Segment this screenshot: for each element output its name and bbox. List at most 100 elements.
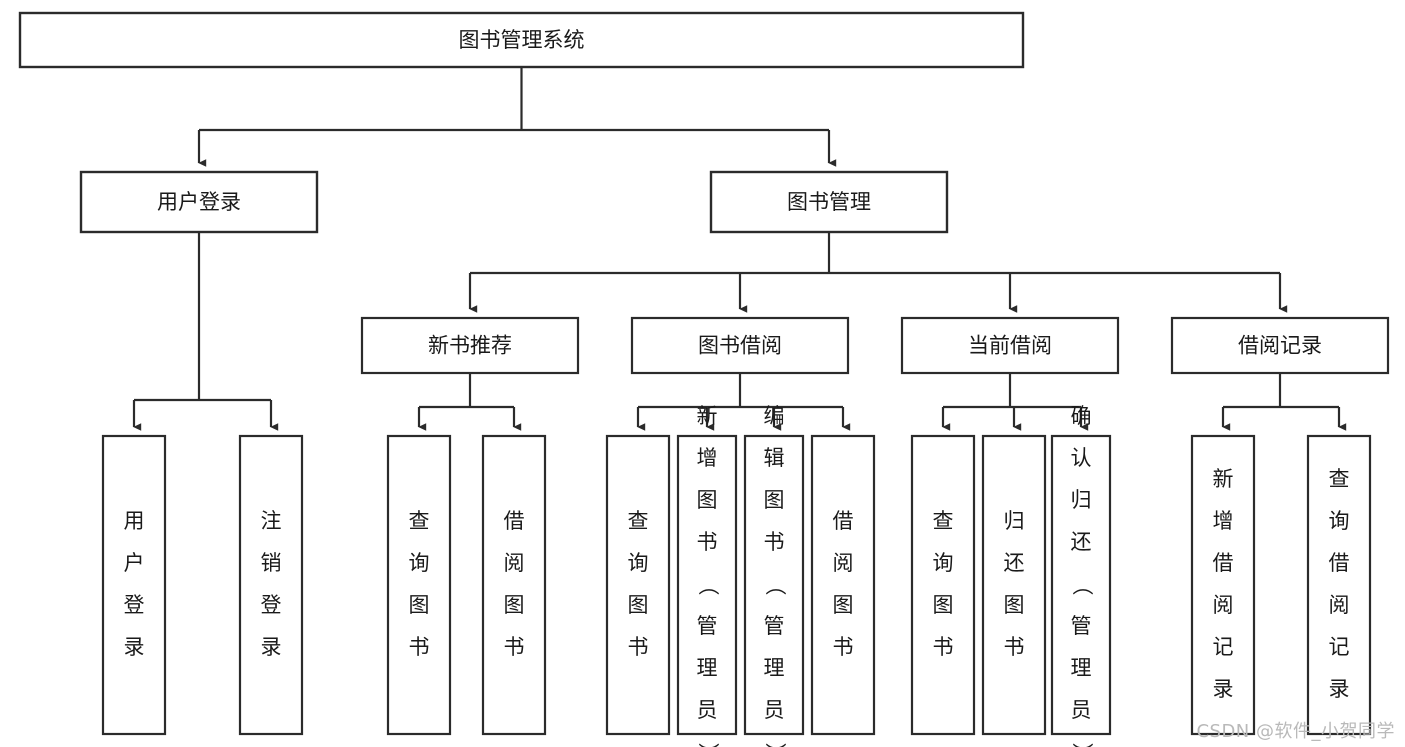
node-label-char-leaf-query-record-5: 录 xyxy=(1329,677,1350,701)
node-label-char-leaf-query-book-3-2: 图 xyxy=(933,593,954,617)
node-box-new-book-recommend xyxy=(360,316,580,375)
node-label-char-leaf-confirm-return-1: 认 xyxy=(1071,446,1092,470)
node-box-leaf-return-book xyxy=(981,434,1047,736)
node-label-char-leaf-user-logout-1: 销 xyxy=(261,551,282,575)
node-label-char-leaf-confirm-return-8: ） xyxy=(1070,743,1094,747)
node-label-char-leaf-user-login-2: 登 xyxy=(124,593,145,617)
node-label-char-leaf-confirm-return-7: 员 xyxy=(1071,698,1092,722)
node-label-char-leaf-add-book-2: 图 xyxy=(697,488,718,512)
node-label-char-leaf-add-record-4: 记 xyxy=(1213,635,1234,659)
node-label-char-leaf-confirm-return-6: 理 xyxy=(1071,656,1092,680)
node-label-char-leaf-user-logout-2: 登 xyxy=(261,593,282,617)
node-label-char-leaf-add-book-6: 理 xyxy=(697,656,718,680)
node-label-char-leaf-confirm-return-0: 确 xyxy=(1071,404,1092,428)
node-label-char-leaf-borrow-book-2-0: 借 xyxy=(833,509,854,533)
node-box-leaf-query-record xyxy=(1306,434,1372,736)
node-label-char-leaf-query-record-2: 借 xyxy=(1329,551,1350,575)
node-label-char-leaf-query-book-1-2: 图 xyxy=(409,593,430,617)
node-box-user-login xyxy=(79,170,319,234)
node-label-char-leaf-query-book-1-1: 询 xyxy=(409,551,430,575)
node-current-borrow[interactable]: 当前借阅 xyxy=(900,316,1120,375)
node-label-new-book-recommend: 新书推荐 xyxy=(428,334,512,358)
node-label-char-leaf-add-book-7: 员 xyxy=(697,698,718,722)
node-label-char-leaf-confirm-return-5: 管 xyxy=(1071,614,1092,638)
node-new-book-recommend[interactable]: 新书推荐 xyxy=(360,316,580,375)
node-label-book-manage: 图书管理 xyxy=(787,190,871,214)
node-box-leaf-query-book-2 xyxy=(605,434,671,736)
node-label-current-borrow: 当前借阅 xyxy=(968,334,1052,358)
node-label-char-leaf-query-book-2-3: 书 xyxy=(628,635,649,659)
node-label-char-leaf-query-book-3-3: 书 xyxy=(933,635,954,659)
node-label-char-leaf-return-book-1: 还 xyxy=(1004,551,1025,575)
node-box-current-borrow xyxy=(900,316,1120,375)
node-label-char-leaf-add-book-4: （ xyxy=(696,575,720,596)
node-label-char-leaf-user-login-3: 录 xyxy=(124,635,145,659)
edges-layer xyxy=(132,67,1347,431)
node-label-char-leaf-add-book-0: 新 xyxy=(697,404,718,428)
node-label-char-leaf-return-book-2: 图 xyxy=(1004,593,1025,617)
node-box-book-manage xyxy=(709,170,949,234)
node-box-borrow-record xyxy=(1170,316,1390,375)
node-leaf-user-login[interactable]: 用户登录 xyxy=(101,434,167,736)
node-box-leaf-borrow-book-1 xyxy=(481,434,547,736)
node-label-char-leaf-borrow-book-1-3: 书 xyxy=(504,635,525,659)
node-label-char-leaf-user-login-1: 户 xyxy=(124,551,145,575)
node-box-leaf-user-login xyxy=(101,434,167,736)
node-label-char-leaf-edit-book-3: 书 xyxy=(764,530,785,554)
node-label-char-leaf-edit-book-5: 管 xyxy=(764,614,785,638)
node-label-char-leaf-edit-book-6: 理 xyxy=(764,656,785,680)
node-borrow-record[interactable]: 借阅记录 xyxy=(1170,316,1390,375)
node-label-char-leaf-borrow-book-1-1: 阅 xyxy=(504,551,525,575)
node-book-manage[interactable]: 图书管理 xyxy=(709,170,949,234)
node-box-leaf-borrow-book-2 xyxy=(810,434,876,736)
node-label-char-leaf-return-book-0: 归 xyxy=(1004,509,1025,533)
node-label-char-leaf-query-book-2-0: 查 xyxy=(628,509,649,533)
node-label-char-leaf-borrow-book-1-2: 图 xyxy=(504,593,525,617)
node-label-char-leaf-confirm-return-3: 还 xyxy=(1071,530,1092,554)
node-label-char-leaf-user-logout-3: 录 xyxy=(261,635,282,659)
node-label-char-leaf-query-record-0: 查 xyxy=(1329,467,1350,491)
node-book-borrow[interactable]: 图书借阅 xyxy=(630,316,850,375)
node-box-leaf-query-book-1 xyxy=(386,434,452,736)
node-label-char-leaf-add-record-1: 增 xyxy=(1213,509,1234,533)
node-label-char-leaf-add-record-3: 阅 xyxy=(1213,593,1234,617)
node-label-char-leaf-edit-book-7: 员 xyxy=(764,698,785,722)
node-label-root: 图书管理系统 xyxy=(459,28,585,52)
nodes-layer: 图书管理系统用户登录图书管理新书推荐图书借阅当前借阅借阅记录用户登录注销登录查询… xyxy=(18,11,1390,747)
node-label-char-leaf-add-record-0: 新 xyxy=(1213,467,1234,491)
node-label-char-leaf-query-record-1: 询 xyxy=(1329,509,1350,533)
node-label-char-leaf-query-book-2-1: 询 xyxy=(628,551,649,575)
csdn-watermark: CSDN @软件_小贺同学 xyxy=(1196,721,1395,742)
node-label-char-leaf-query-book-2-2: 图 xyxy=(628,593,649,617)
node-root[interactable]: 图书管理系统 xyxy=(18,11,1025,69)
node-label-char-leaf-query-book-3-0: 查 xyxy=(933,509,954,533)
node-label-char-leaf-edit-book-4: （ xyxy=(763,575,787,596)
node-box-leaf-add-record xyxy=(1190,434,1256,736)
node-label-char-leaf-query-book-1-0: 查 xyxy=(409,509,430,533)
node-user-login[interactable]: 用户登录 xyxy=(79,170,319,234)
node-label-char-leaf-confirm-return-4: （ xyxy=(1070,575,1094,596)
node-box-leaf-query-book-3 xyxy=(910,434,976,736)
node-box-leaf-confirm-return xyxy=(1050,434,1112,736)
node-box-book-borrow xyxy=(630,316,850,375)
node-label-char-leaf-edit-book-0: 编 xyxy=(764,404,785,428)
node-label-char-leaf-add-book-8: ） xyxy=(696,743,720,747)
node-label-char-leaf-add-book-5: 管 xyxy=(697,614,718,638)
node-label-char-leaf-query-record-4: 记 xyxy=(1329,635,1350,659)
node-label-char-leaf-query-book-3-1: 询 xyxy=(933,551,954,575)
node-label-char-leaf-confirm-return-2: 归 xyxy=(1071,488,1092,512)
